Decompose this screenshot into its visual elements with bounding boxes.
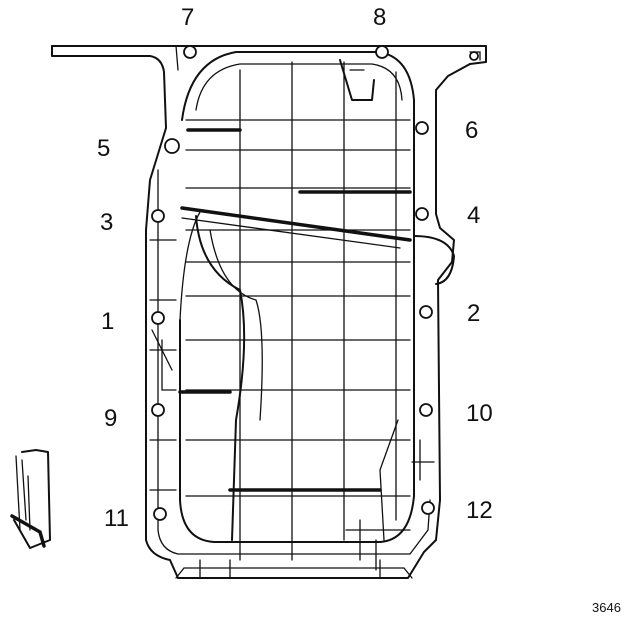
callout-4: 4 [467, 202, 480, 229]
sealant-bead-detail [10, 449, 51, 549]
bolt-10 [419, 403, 433, 417]
bolt-5 [164, 138, 180, 154]
callout-labels: 7 8 5 6 3 4 1 2 9 10 11 12 3646 [97, 4, 621, 615]
bolt-8 [375, 45, 389, 59]
pan-outer-body [145, 63, 471, 579]
callout-8: 8 [373, 4, 386, 31]
bolt-9 [151, 403, 165, 417]
pan-top-flange [51, 45, 487, 129]
bolt-4 [415, 207, 429, 221]
left-side-ribs [149, 239, 177, 491]
callout-5: 5 [97, 135, 110, 162]
callout-7: 7 [181, 4, 194, 31]
bolt-12 [421, 501, 435, 515]
callout-6: 6 [465, 117, 478, 144]
callout-2: 2 [467, 300, 480, 327]
callout-3: 3 [100, 209, 113, 236]
pan-bolts [151, 45, 479, 521]
callout-11: 11 [104, 505, 129, 532]
drain-plug-area [345, 419, 435, 571]
bolt-2 [419, 305, 433, 319]
bolt-7 [183, 45, 197, 59]
pan-ribbing-grid [178, 61, 412, 561]
bolt-1 [151, 311, 165, 325]
pan-baffle [180, 206, 455, 541]
bolt-6 [415, 121, 429, 135]
callout-1: 1 [101, 308, 114, 335]
callout-10: 10 [466, 400, 493, 427]
callout-9: 9 [104, 405, 117, 432]
oil-pickup [339, 59, 375, 101]
bolt-corner [469, 51, 479, 61]
callout-12: 12 [466, 497, 493, 524]
figure-reference-number: 3646 [592, 600, 621, 615]
bolt-3 [151, 209, 165, 223]
bolt-11 [153, 507, 167, 521]
pan-inner-sump [179, 51, 415, 543]
